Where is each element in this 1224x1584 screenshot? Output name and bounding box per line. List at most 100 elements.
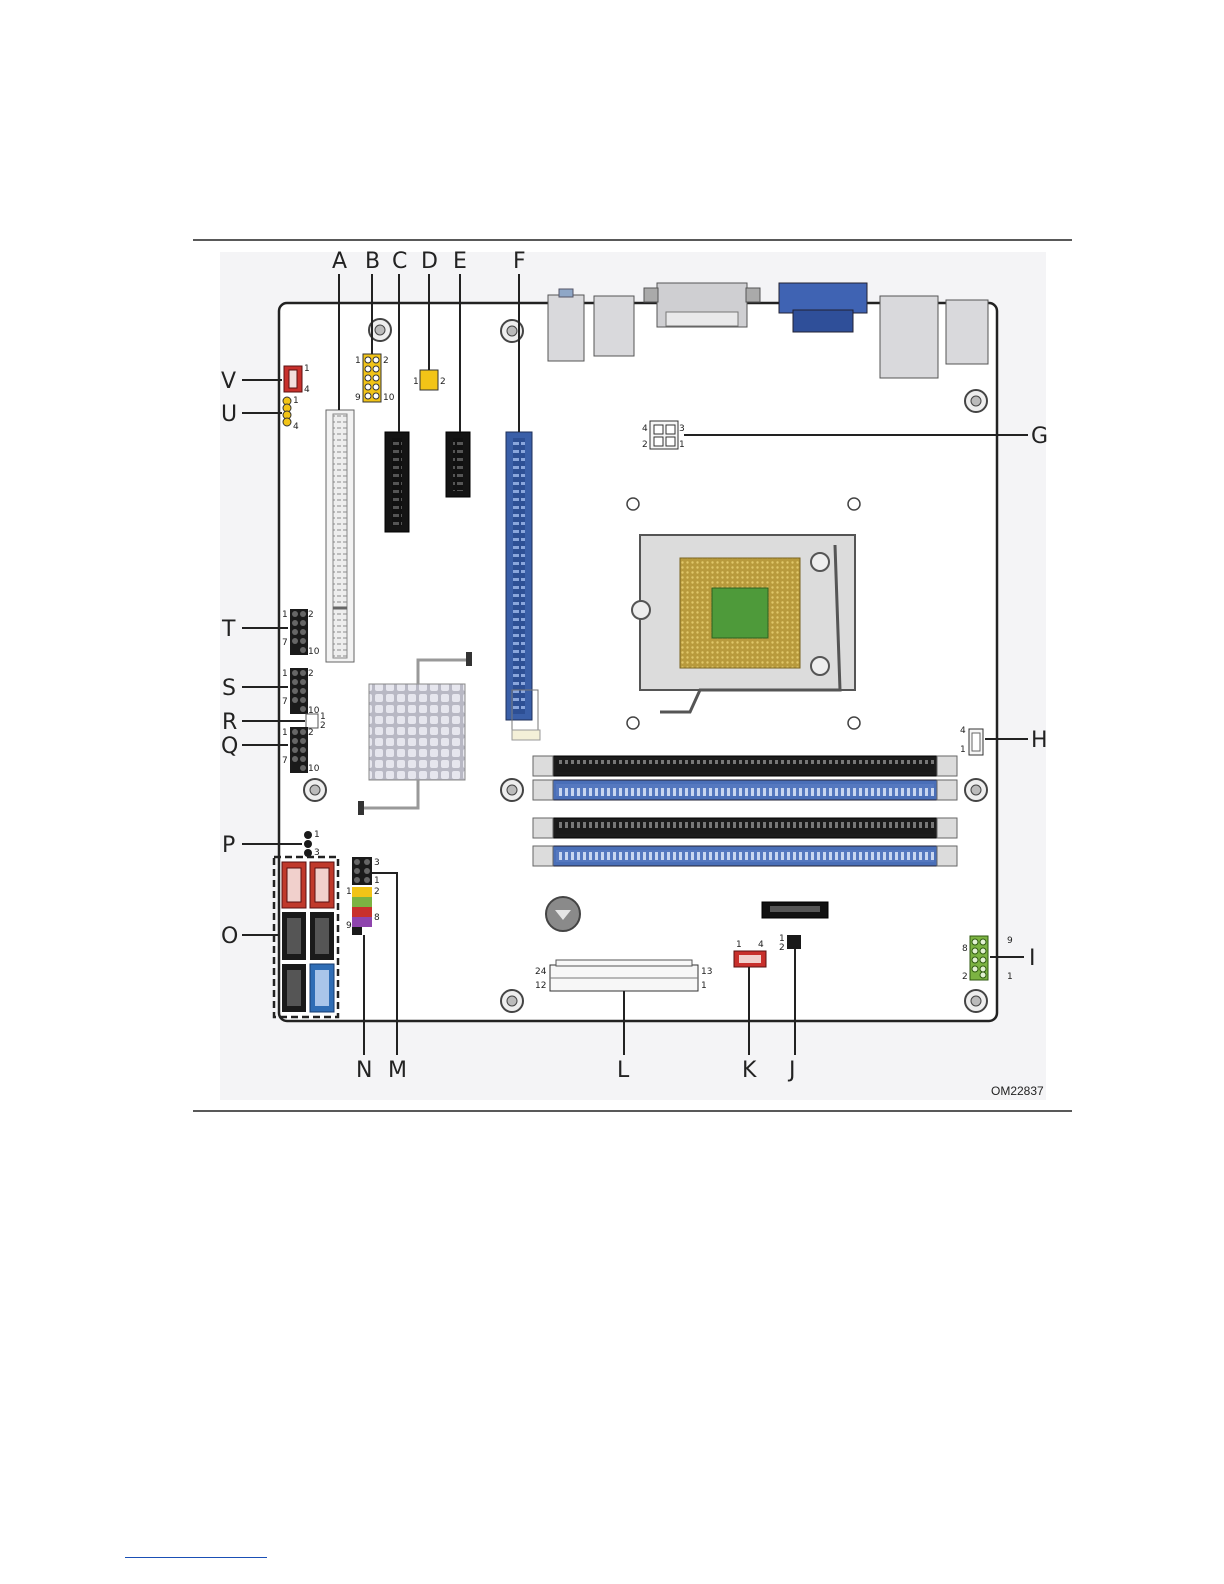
callout-i: I — [1029, 946, 1036, 971]
footnote-rule — [125, 1557, 267, 1558]
header-t-black — [290, 609, 308, 655]
pin-label: 1 — [282, 610, 288, 620]
header-q-black — [290, 727, 308, 773]
callout-a: A — [332, 249, 347, 274]
callout-l: L — [617, 1058, 630, 1083]
pin-label: 12 — [535, 981, 546, 991]
dimm-slot-3-black — [533, 818, 957, 838]
callout-k: K — [742, 1058, 757, 1083]
callout-s: S — [222, 676, 236, 701]
pin-label: 1 — [701, 981, 707, 991]
pin-label: 2 — [779, 943, 785, 953]
pin-label: 9 — [355, 393, 361, 403]
pin-label: 4 — [293, 422, 299, 432]
pin-label: 2 — [440, 377, 446, 387]
callout-u: U — [221, 402, 237, 427]
lan-usb-port — [880, 296, 938, 378]
header-m-black — [352, 857, 372, 885]
pin-label: 1 — [374, 876, 380, 886]
pin-label: 1 — [293, 396, 299, 406]
pin-label: 9 — [346, 921, 352, 931]
pin-label: 13 — [701, 967, 712, 977]
header-g-power — [650, 421, 678, 449]
cpu-die — [712, 588, 768, 638]
callout-p: P — [222, 833, 235, 858]
pin-label: 4 — [642, 424, 648, 434]
callout-r: R — [222, 710, 237, 735]
pin-label: 2 — [308, 610, 314, 620]
pin-label: 3 — [314, 848, 320, 858]
callout-t: T — [221, 617, 236, 642]
callout-j: J — [787, 1058, 796, 1083]
pin-label: 8 — [962, 944, 968, 954]
pcie-x1-slot-1 — [385, 432, 409, 532]
pin-label: 2 — [374, 887, 380, 897]
pin-label: 10 — [308, 764, 320, 774]
callout-v: V — [221, 369, 236, 394]
callout-g: G — [1031, 424, 1048, 449]
callout-e: E — [453, 249, 467, 274]
header-j-jumper — [787, 935, 801, 949]
pin-label: 2 — [642, 440, 648, 450]
pci-slot — [326, 410, 354, 662]
callout-n: N — [356, 1058, 372, 1083]
pin-label: 1 — [960, 745, 966, 755]
pin-label: 1 — [679, 440, 685, 450]
pcie-x1-slot-2 — [446, 432, 470, 497]
pin-label: 1 — [314, 830, 320, 840]
dimm-slot-2-blue — [533, 780, 957, 800]
header-v-red — [284, 366, 302, 392]
header-l-atx-power — [550, 960, 698, 991]
callout-c: C — [392, 249, 407, 274]
header-d-yellow — [420, 370, 438, 390]
header-s-black — [290, 668, 308, 714]
pin-label: 10 — [308, 706, 320, 716]
pin-label: 2 — [383, 356, 389, 366]
callout-m: M — [388, 1058, 407, 1083]
header-h-fan — [969, 729, 983, 755]
pin-label: 1 — [346, 887, 352, 897]
pin-label: 3 — [374, 858, 380, 868]
dimm-slot-4-blue — [533, 846, 957, 866]
pin-label: 1 — [355, 356, 361, 366]
callout-b: B — [365, 249, 380, 274]
callout-f: F — [513, 249, 526, 274]
header-p — [304, 831, 312, 857]
pin-label: 8 — [374, 913, 380, 923]
header-b-yellow — [363, 354, 381, 402]
callout-q: Q — [221, 734, 238, 759]
pin-label: 9 — [1007, 936, 1013, 946]
pin-label: 1 — [413, 377, 419, 387]
pin-label: 4 — [758, 940, 764, 950]
pin-label: 7 — [282, 697, 288, 707]
vga-port — [779, 283, 867, 313]
usb-port-stack — [594, 296, 634, 356]
header-i-green — [970, 936, 988, 980]
pin-label: 2 — [320, 721, 326, 731]
pin-label: 24 — [535, 967, 547, 977]
header-k-red — [734, 951, 766, 967]
pin-label: 2 — [962, 972, 968, 982]
pin-label: 10 — [308, 647, 320, 657]
pin-label: 7 — [282, 638, 288, 648]
dimm-slot-1-black — [533, 756, 957, 776]
pin-label: 4 — [304, 385, 310, 395]
callout-h: H — [1031, 728, 1048, 753]
pin-label: 2 — [308, 728, 314, 738]
pin-label: 1 — [282, 669, 288, 679]
pin-label: 1 — [304, 364, 310, 374]
header-u-yellow — [283, 397, 291, 426]
pin-label: 1 — [282, 728, 288, 738]
pin-label: 1 — [1007, 972, 1013, 982]
pin-label: 7 — [282, 756, 288, 766]
pin-label: 2 — [308, 669, 314, 679]
callout-d: D — [421, 249, 438, 274]
ps2-port — [548, 295, 584, 361]
audio-port — [946, 300, 988, 364]
figure-id: OM22837 — [991, 1084, 1044, 1098]
header-r — [306, 714, 318, 728]
board-outline — [279, 303, 997, 1021]
pin-label: 10 — [383, 393, 395, 403]
pin-label: 3 — [679, 424, 685, 434]
